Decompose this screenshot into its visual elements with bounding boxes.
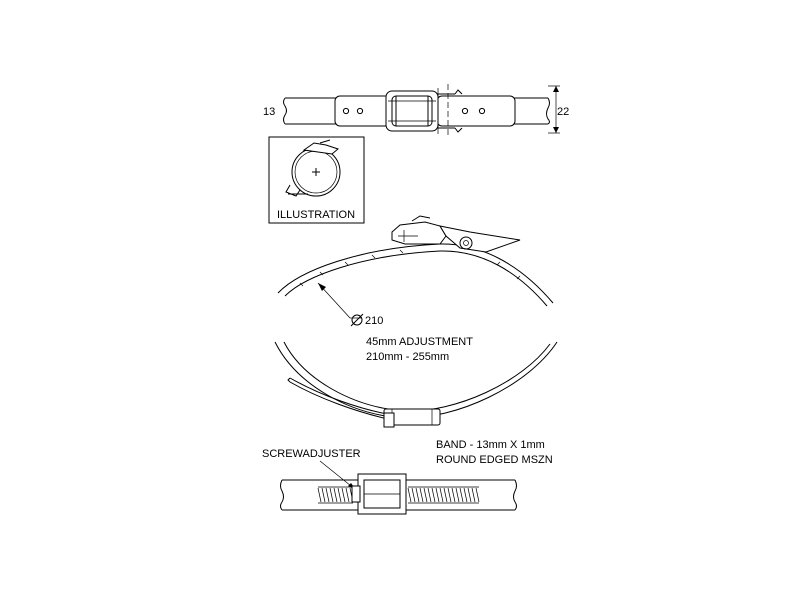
thread-slot [431, 487, 436, 503]
band-spec-line2: ROUND EDGED MSZN [436, 454, 553, 466]
thread-slot [447, 487, 452, 503]
thread-slot [467, 487, 472, 503]
buckle-width-dim: 22 [557, 106, 569, 118]
thread-slot [419, 487, 424, 503]
thread-slot [317, 487, 322, 503]
illustration-label: ILLUSTRATION [277, 209, 355, 221]
clamp-side-view [274, 215, 558, 428]
thread-slot [435, 487, 440, 503]
thread-slot [423, 487, 428, 503]
thread-slot [337, 487, 342, 503]
top-view-band [283, 84, 560, 138]
thread-slot [463, 487, 468, 503]
thread-slot [459, 487, 464, 503]
thread-slot [321, 487, 326, 503]
band-spec-line1: BAND - 13mm X 1mm [436, 439, 545, 451]
screw-adjuster-label: SCREWADJUSTER [262, 448, 361, 460]
illustration-box [268, 136, 365, 224]
thread-slot [333, 487, 338, 503]
thread-slot [341, 487, 346, 503]
thread-slot [427, 487, 432, 503]
thread-slot [439, 487, 444, 503]
thread-slot [475, 487, 480, 503]
thread-slot [325, 487, 330, 503]
thread-slot [451, 487, 456, 503]
thread-slot [443, 487, 448, 503]
thread-slot [471, 487, 476, 503]
thread-slot [345, 487, 350, 503]
thread-slot [415, 487, 420, 503]
thread-slot [411, 487, 416, 503]
adjustment-text: 45mm ADJUSTMENT [366, 336, 473, 348]
diameter-dim: 210 [365, 315, 383, 327]
thread-slot [455, 487, 460, 503]
adjustment-range-text: 210mm - 255mm [366, 351, 449, 363]
band-width-dim: 13 [263, 106, 275, 118]
thread-slot [407, 487, 412, 503]
screw-adjuster-view [280, 460, 517, 515]
thread-slot [329, 487, 334, 503]
